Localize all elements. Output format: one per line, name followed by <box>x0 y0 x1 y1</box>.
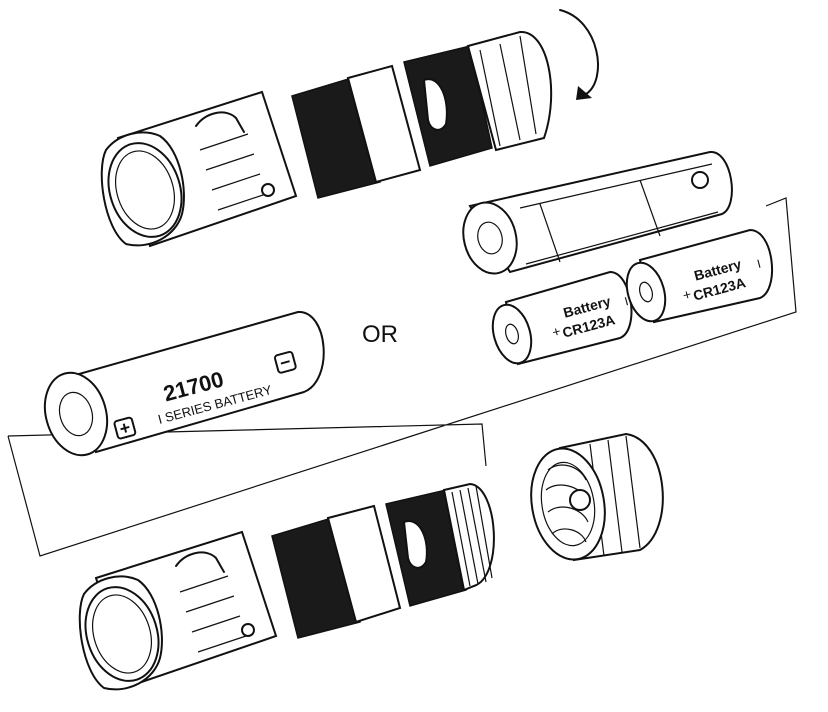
tailcap-detached <box>530 432 664 562</box>
plus-terminal-icon <box>113 416 137 440</box>
cr123a-marker: I <box>756 257 763 271</box>
battery-plus-symbol: + <box>117 417 132 439</box>
battery-21700: + 21700 I SERIES BATTERY − <box>43 310 325 457</box>
cr123a-plus: + <box>681 286 693 304</box>
minus-terminal-icon <box>273 350 297 374</box>
or-label: OR <box>362 321 398 348</box>
cr123a-cell: + Battery CR123A I <box>491 270 633 366</box>
flashlight-body-open <box>78 482 495 691</box>
battery-carrier <box>462 150 733 275</box>
flashlight-assembled <box>100 9 599 248</box>
cr123a-marker: I <box>623 294 630 308</box>
cr123a-plus: + <box>550 323 562 341</box>
cr123a-cell: + Battery CR123A I <box>625 228 773 324</box>
battery-minus-symbol: − <box>278 351 293 373</box>
